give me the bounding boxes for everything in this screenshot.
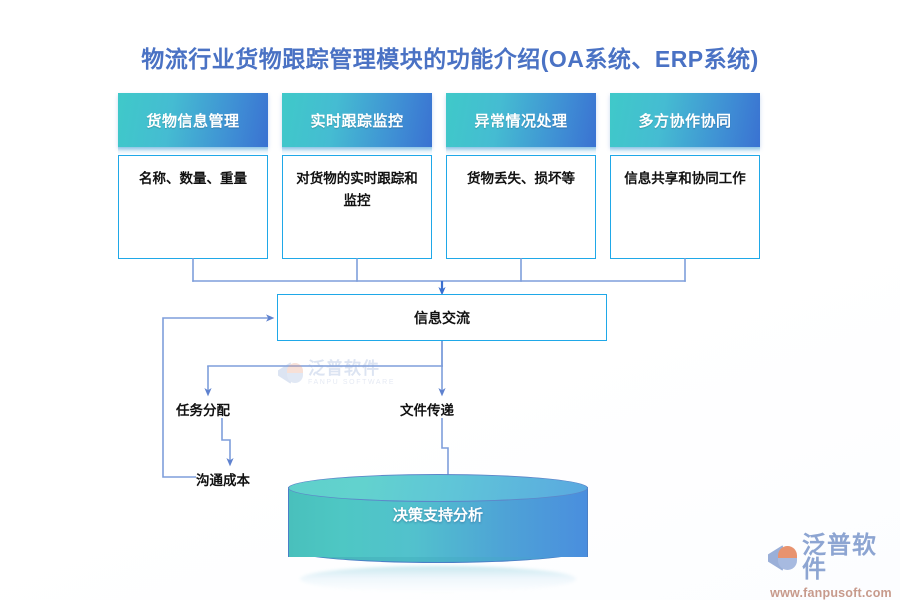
cylinder-top-ellipse xyxy=(288,474,588,502)
feature-card-1[interactable]: 货物信息管理 名称、数量、重量 xyxy=(118,93,268,259)
hub-box-information-exchange[interactable]: 信息交流 xyxy=(277,294,607,341)
cylinder-reflection xyxy=(300,566,576,592)
decision-support-cylinder[interactable]: 决策支持分析 xyxy=(288,474,588,570)
node-communication-cost[interactable]: 沟通成本 xyxy=(196,473,250,488)
connector-task-to-cost xyxy=(221,418,234,467)
node-file-transfer[interactable]: 文件传递 xyxy=(400,403,454,418)
feature-card-4[interactable]: 多方协作协同 信息共享和协同工作 xyxy=(610,93,760,259)
feature-card-1-fade xyxy=(118,147,268,155)
feature-card-3-body-text: 货物丢失、损坏等 xyxy=(467,171,575,186)
feature-card-4-body: 信息共享和协同工作 xyxy=(610,155,760,259)
feature-card-3-header: 异常情况处理 xyxy=(446,93,596,147)
feature-card-2[interactable]: 实时跟踪监控 对货物的实时跟踪和监控 xyxy=(282,93,432,259)
brand-logo-cn-text: 泛普软件 xyxy=(802,532,877,583)
feature-card-2-header: 实时跟踪监控 xyxy=(282,93,432,147)
watermark-en-text: FANPU SOFTWARE xyxy=(308,379,396,386)
feature-card-3[interactable]: 异常情况处理 货物丢失、损坏等 xyxy=(446,93,596,259)
watermark-logo-icon xyxy=(278,360,304,386)
feature-card-1-body: 名称、数量、重量 xyxy=(118,155,268,259)
brand-logo-url: www.fanpusoft.com xyxy=(770,586,892,600)
feature-card-1-header: 货物信息管理 xyxy=(118,93,268,147)
feature-card-4-header: 多方协作协同 xyxy=(610,93,760,147)
feature-card-1-body-text: 名称、数量、重量 xyxy=(139,171,247,186)
page-title: 物流行业货物跟踪管理模块的功能介绍(OA系统、ERP系统) xyxy=(141,46,759,72)
feature-card-3-fade xyxy=(446,147,596,155)
feature-card-2-fade xyxy=(282,147,432,155)
hub-box-label: 信息交流 xyxy=(414,309,470,326)
feature-card-4-fade xyxy=(610,147,760,155)
feature-card-4-body-text: 信息共享和协同工作 xyxy=(624,171,746,186)
feature-card-3-body: 货物丢失、损坏等 xyxy=(446,155,596,259)
feature-card-2-body-text: 对货物的实时跟踪和监控 xyxy=(296,171,418,209)
brand-logo-icon xyxy=(768,543,798,573)
watermark-cn-text: 泛普软件 xyxy=(308,359,380,378)
cylinder-label: 决策支持分析 xyxy=(392,507,483,524)
connector-cost-feedback-to-hub xyxy=(162,314,275,478)
feature-card-2-body: 对货物的实时跟踪和监控 xyxy=(282,155,432,259)
brand-logo: 泛普软件 www.fanpusoft.com xyxy=(768,532,894,600)
watermark-fanpu: 泛普软件 FANPU SOFTWARE xyxy=(278,356,418,390)
node-task-allocation[interactable]: 任务分配 xyxy=(176,403,230,418)
